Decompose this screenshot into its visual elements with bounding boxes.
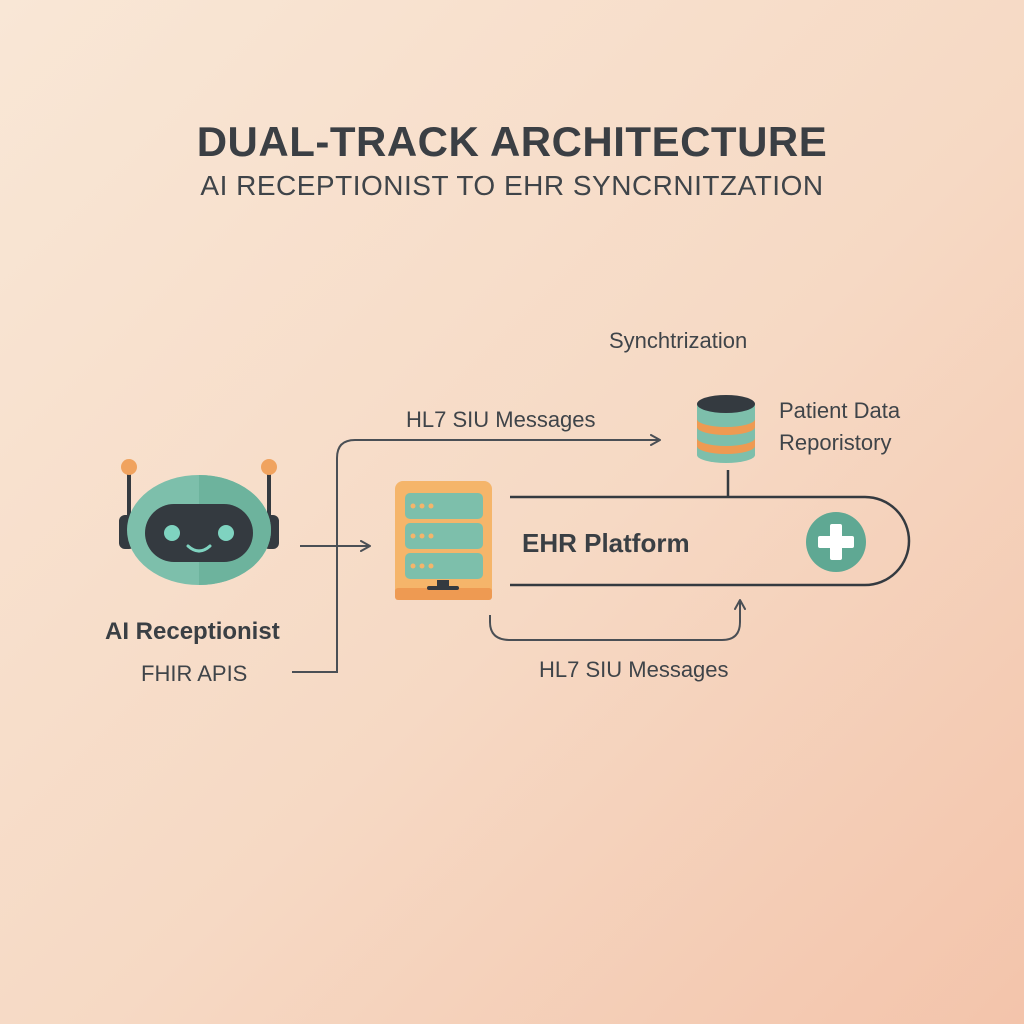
server-rack-icon (395, 481, 492, 600)
ai-receptionist-label: AI Receptionist (105, 618, 280, 645)
repository-label-line2: Reporistory (779, 430, 892, 455)
hl7-bottom-label: HL7 SIU Messages (539, 657, 729, 682)
hl7-top-label: HL7 SIU Messages (406, 407, 596, 432)
diagram-subtitle: AI RECEPTIONIST TO EHR SYNCRNITZATION (200, 170, 824, 201)
ehr-platform-label: EHR Platform (522, 528, 690, 558)
ehr-platform-track (510, 495, 911, 587)
diagram-title: DUAL-TRACK ARCHITECTURE (196, 118, 828, 165)
medical-cross-icon (806, 512, 866, 572)
database-icon (697, 395, 755, 463)
fhir-apis-label: FHIR APIS (141, 661, 248, 686)
repository-label-line1: Patient Data (779, 398, 901, 423)
robot-icon (119, 459, 279, 585)
synchronization-label: Synchtrization (609, 328, 748, 353)
